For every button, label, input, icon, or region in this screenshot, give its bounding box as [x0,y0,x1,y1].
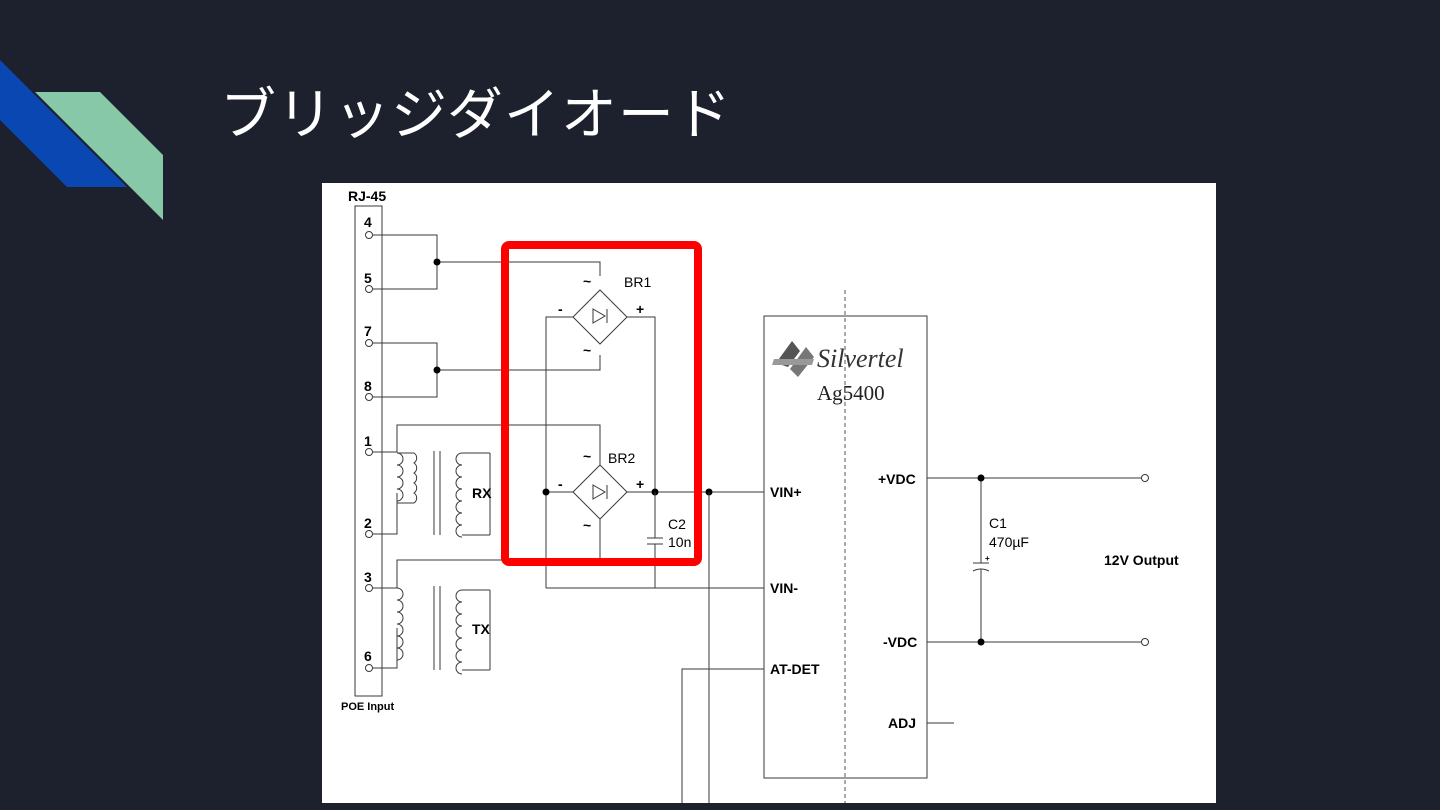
minus-symbol: - [558,301,563,317]
connector-footer: POE Input [341,701,395,713]
minus-symbol: - [558,476,563,492]
pin-vdc-plus: +VDC [878,471,916,487]
green-stripe [35,92,163,220]
blue-stripe [0,60,127,187]
pin-vin-plus: VIN+ [770,484,802,500]
rx-transformer [373,424,601,538]
junction-dot [542,488,550,496]
rx-label: RX [472,485,492,501]
output-terminal [1141,638,1149,646]
junction-dot [433,366,441,374]
pin-label: 2 [364,515,372,531]
br1-input-wiring [373,234,601,398]
pin-at-det: AT-DET [770,661,820,677]
ag5400-module [763,315,928,779]
ac-symbol: ~ [583,342,591,358]
tx-label: TX [472,621,491,637]
c2-ref: C2 [668,516,686,532]
bridge-highlight-box [501,241,702,566]
corner-decoration [0,60,163,220]
junction-dot [977,474,985,482]
junction-dot [433,258,441,266]
pin-label: 6 [364,648,372,664]
junction-dot [977,638,985,646]
schematic-diagram: RJ-45 POE Input 4 5 7 8 1 2 3 6 [322,183,1216,803]
pin-label: 3 [364,569,372,585]
connector-label: RJ-45 [348,188,386,204]
output-terminal [1141,474,1149,482]
c1-ref: C1 [989,515,1007,531]
pin-label: 4 [364,214,372,230]
pin-label: 5 [364,270,372,286]
plus-symbol: + [636,301,644,317]
slide-title: ブリッジダイオード [220,83,732,148]
pin-label: 8 [364,378,372,394]
output-label: 12V Output [1104,552,1179,568]
c1-polarity: + [985,554,990,563]
br1-label: BR1 [624,274,651,290]
pin-vdc-minus: -VDC [883,634,917,650]
part-number: Ag5400 [817,381,885,405]
c2-value: 10n [668,534,691,550]
pin-adj: ADJ [888,715,916,731]
output-wiring [927,477,1142,643]
pin-label: 1 [364,433,372,449]
pin-terminals [365,231,373,672]
brand-name: Silvertel [817,344,904,373]
pin-vin-minus: VIN- [770,580,798,596]
c2-capacitor [647,492,663,588]
ac-symbol: ~ [583,448,591,464]
plus-symbol: + [636,476,644,492]
ac-symbol: ~ [583,517,591,533]
silvertel-logo-icon [772,341,814,377]
tx-transformer [373,553,601,675]
ac-symbol: ~ [583,273,591,289]
c1-value: 470µF [989,534,1029,550]
br2-label: BR2 [608,450,635,466]
br1-bridge [545,289,656,588]
rj45-connector [354,205,383,697]
vin-minus-wiring [546,492,764,803]
pin-label: 7 [364,323,372,339]
